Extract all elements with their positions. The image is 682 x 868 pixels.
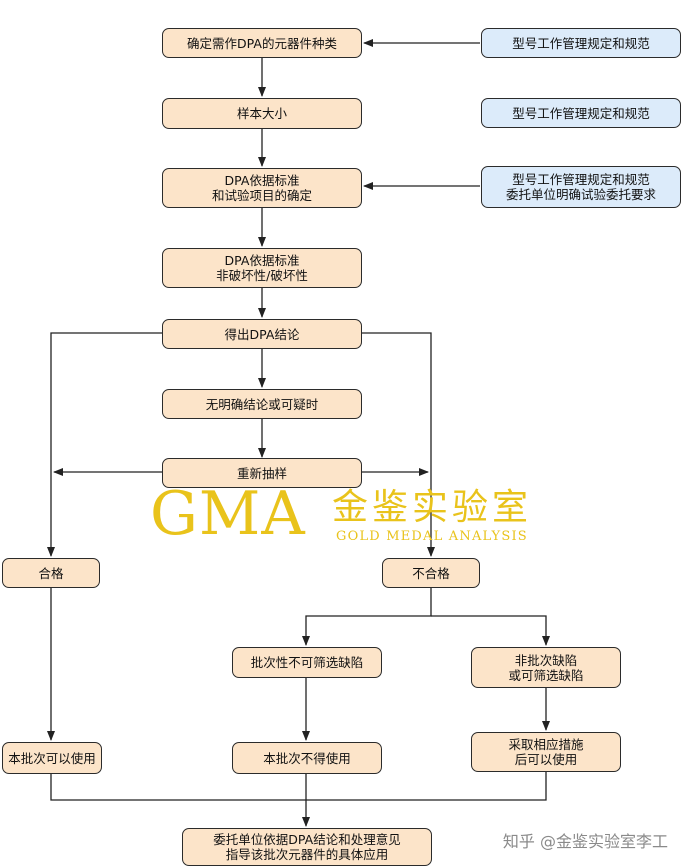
watermark-name-en: GOLD MEDAL ANALYSIS [336, 529, 528, 544]
line-fail-split [302, 588, 432, 646]
node-resample: 重新抽样 [162, 458, 362, 488]
node-dpa-basis-nature: DPA依据标准 非破坏性/破坏性 [162, 248, 362, 288]
node-spec-3: 型号工作管理规定和规范 委托单位明确试验委托要求 [481, 166, 681, 208]
watermark-name-cn: 金鉴实验室 [332, 487, 533, 528]
node-batch-defect: 批次性不可筛选缺陷 [232, 647, 382, 678]
node-sample-size: 样本大小 [162, 98, 362, 129]
node-fail: 不合格 [382, 558, 480, 588]
node-batch-usable: 本批次可以使用 [2, 742, 102, 774]
arrow-conclusion-to-fail [362, 332, 435, 557]
line-usable-to-merge [50, 772, 547, 801]
node-dpa-basis-items: DPA依据标准 和试验项目的确定 [162, 168, 362, 208]
node-client-guidance: 委托单位依据DPA结论和处理意见 指导该批次元器件的具体应用 [182, 828, 432, 866]
zhihu-credit: 知乎 @金鉴实验室李工 [502, 832, 668, 851]
node-determine-components: 确定需作DPA的元器件种类 [162, 28, 362, 58]
node-no-clear-conclusion: 无明确结论或可疑时 [162, 389, 362, 419]
arrow-conclusion-to-pass [47, 332, 162, 557]
watermark-logo-text: GMA [150, 479, 306, 549]
node-measures-then-usable: 采取相应措施 后可以使用 [471, 732, 621, 772]
node-non-batch-defect: 非批次缺陷 或可筛选缺陷 [471, 647, 621, 688]
gma-watermark-logo: GMA 金鉴实验室 GOLD MEDAL ANALYSIS [150, 482, 540, 552]
node-spec-1: 型号工作管理规定和规范 [481, 28, 681, 58]
line-fail-split-right [431, 615, 550, 646]
node-spec-2: 型号工作管理规定和规范 [481, 98, 681, 128]
node-batch-not-usable: 本批次不得使用 [232, 742, 382, 774]
node-pass: 合格 [2, 558, 100, 588]
node-dpa-conclusion: 得出DPA结论 [162, 319, 362, 349]
